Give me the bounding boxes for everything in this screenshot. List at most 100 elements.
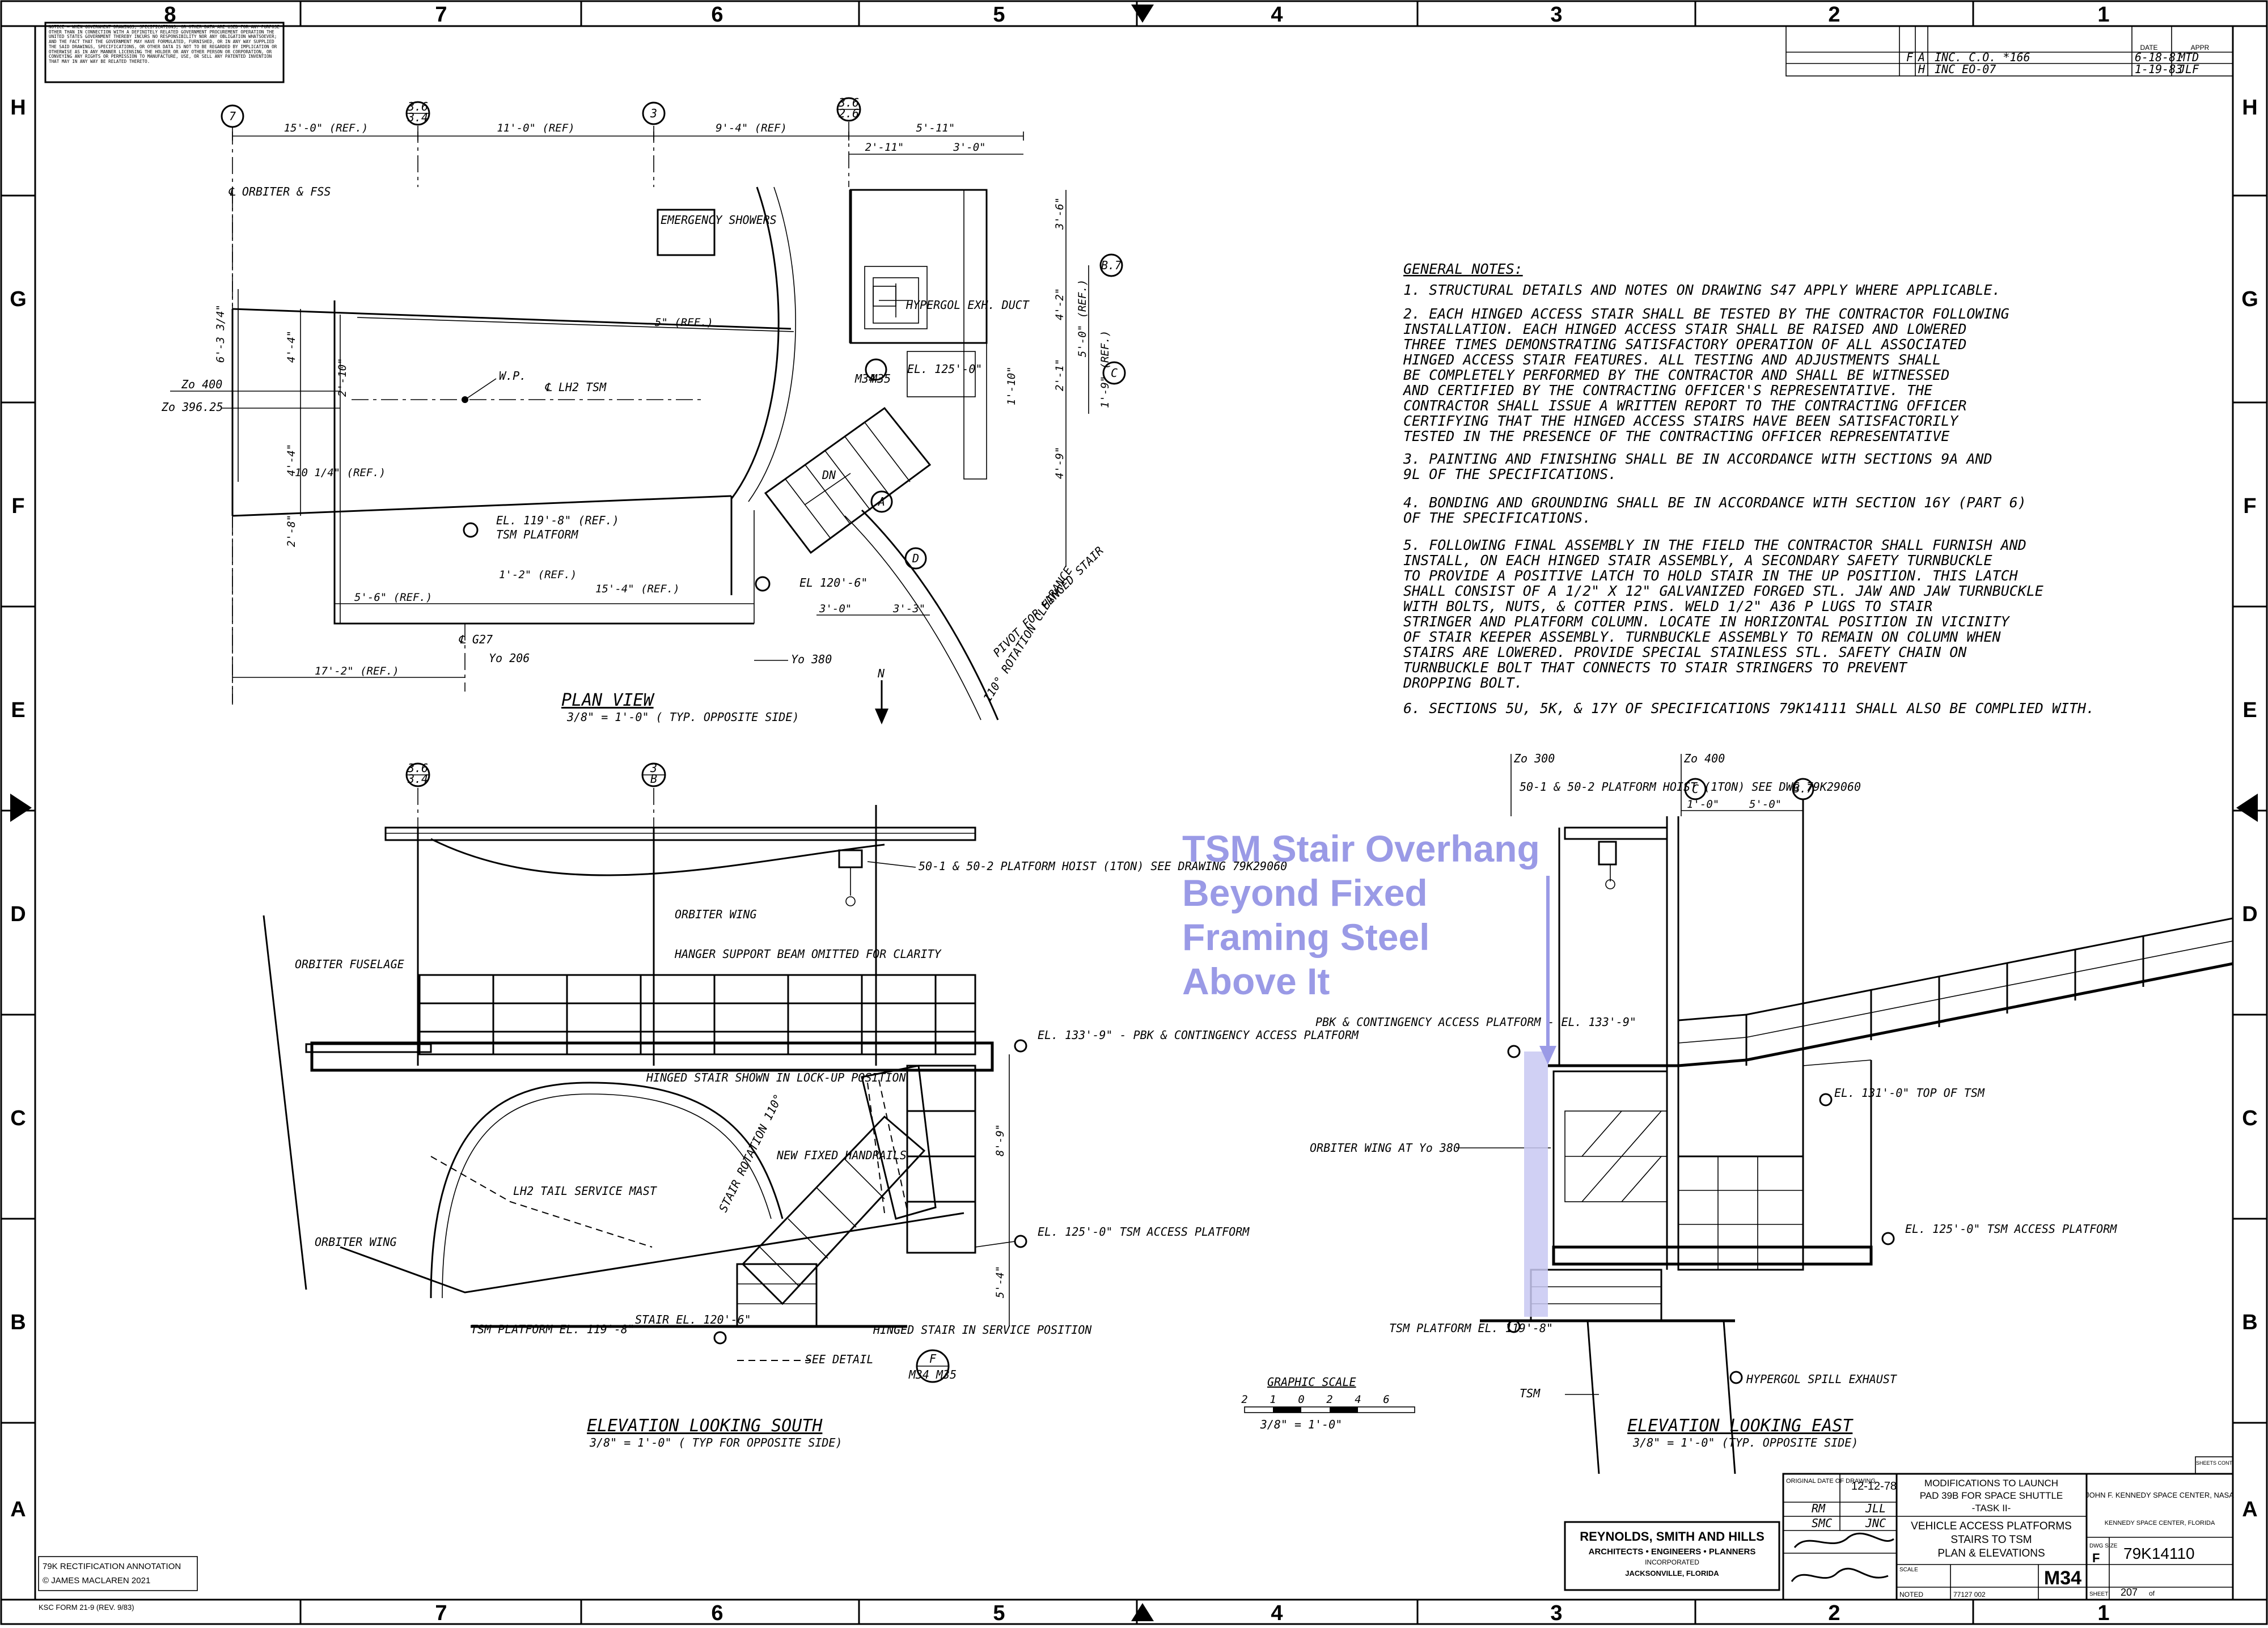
plan-label-y206: Yo 206 — [489, 651, 530, 665]
rev-row-2-date: 1-19-83 — [2135, 62, 2182, 76]
plan-grid-bubble-C-label: C — [1111, 366, 1118, 380]
rev-row-2-appr: JLF — [2178, 62, 2199, 76]
south-bubble-3-6-label: 3.6 — [407, 761, 428, 775]
zone-col-7-bottom: 7 — [435, 1601, 447, 1625]
footer: 79K RECTIFICATION ANNOTATION © JAMES MAC… — [38, 1556, 198, 1612]
plan-dim-11-0: 11'-0" (REF) — [497, 122, 574, 134]
plan-view: 7 3.6 3.4 3 3.6 2.6 B.7 C — [161, 96, 1126, 724]
zone-row-H: H — [10, 96, 26, 120]
footer-copyright: © JAMES MACLAREN 2021 — [43, 1576, 150, 1585]
tb-agency: JOHN F. KENNEDY SPACE CENTER, NASA — [2085, 1491, 2234, 1499]
note-line-10: TESTED IN THE PRESENCE OF THE CONTRACTIN… — [1403, 428, 1949, 444]
note-line-24: DROPPING BOLT. — [1403, 675, 1523, 691]
plan-dim-5-11: 5'-11" — [916, 122, 955, 134]
plan-label-zo396: Zo 396.25 — [161, 400, 223, 414]
rev-row-2-desc: INC EO-07 — [1935, 62, 1996, 76]
plan-label-el119: EL. 119'-8" (REF.) — [496, 514, 619, 527]
south-dim-5-4: 5'-4" — [994, 1266, 1006, 1298]
tb-original-date-label: ORIGINAL DATE OF DRAWING — [1786, 1478, 1876, 1485]
annotation-line-1: TSM Stair Overhang — [1182, 828, 1540, 870]
note-line-8: CONTRACTOR SHALL ISSUE A WRITTEN REPORT … — [1403, 397, 1966, 414]
plan-grid-bubble-3-6-label: 3.6 — [407, 100, 428, 113]
tb-size: F — [2092, 1551, 2100, 1565]
rev-row-1-ltr: A — [1917, 50, 1925, 64]
annotation-line-4: Above It — [1182, 960, 1330, 1002]
tb-sheet-label: SHEET — [2089, 1591, 2108, 1597]
plan-grid-bubble-B7-label: B.7 — [1101, 258, 1122, 272]
tb-size-label: DWG SIZE — [2089, 1543, 2118, 1549]
plan-label-zo400: Zo 400 — [181, 378, 222, 391]
graphic-scale-text: 3/8" = 1'-0" — [1260, 1418, 1343, 1431]
note-line-3: INSTALLATION. EACH HINGED ACCESS STAIR S… — [1403, 321, 1966, 337]
note-line-21: OF STAIR KEEPER ASSEMBLY. TURNBUCKLE ASS… — [1403, 629, 2002, 645]
note-line-1: 1. STRUCTURAL DETAILS AND NOTES ON DRAWI… — [1403, 282, 2001, 298]
tb-engineer: SMC — [1812, 1516, 1832, 1530]
plan-dim-3-6: 3'-6" — [1053, 197, 1066, 230]
plan-label-clearance: 110° ROTATION CLEARANCE — [980, 564, 1075, 705]
plan-grid-bubble-3-6b: 3.6 2.6 — [836, 96, 861, 122]
center-mark-left — [10, 794, 32, 822]
plan-dim-5-ref: 5" (REF.) — [655, 316, 713, 329]
zone-row-C: C — [10, 1106, 26, 1130]
zone-col-4-bottom: 4 — [1271, 1601, 1283, 1625]
note-line-23: TURNBUCKLE BOLT THAT CONNECTS TO STAIR S… — [1403, 659, 1908, 676]
zone-col-5-bottom: 5 — [993, 1601, 1005, 1625]
south-label-tsm-platform: TSM PLATFORM EL. 119'-8" — [471, 1322, 634, 1336]
note-line-4: THREE TIMES DEMONSTRATING SATISFACTORY O… — [1403, 336, 1966, 353]
east-label-hoist: 50-1 & 50-2 PLATFORM HOIST (1TON) SEE DW… — [1520, 780, 1861, 794]
zone-row-G: G — [10, 287, 27, 311]
rev-row-1-desc: INC. C.O. *166 — [1935, 50, 2030, 64]
note-line-15: 5. FOLLOWING FINAL ASSEMBLY IN THE FIELD… — [1403, 537, 2026, 553]
elevation-east: Zo 300 Zo 400 C B.7 1'-0" 5'-0" 50-1 & 5… — [1310, 752, 2233, 1474]
note-line-14: OF THE SPECIFICATIONS. — [1403, 510, 1591, 526]
zone-col-5: 5 — [993, 3, 1005, 27]
center-mark-top — [1131, 5, 1154, 23]
rev-row-1-date: 6-18-81 — [2135, 50, 2182, 64]
note-line-20: STRINGER AND PLATFORM COLUMN. LOCATE IN … — [1403, 613, 2011, 630]
south-detail-ref: M34 M35 — [908, 1368, 957, 1381]
plan-ref-m34: M34 — [854, 372, 875, 385]
note-line-16: INSTALL, ON EACH HINGED STAIR ASSEMBLY, … — [1403, 552, 1992, 569]
plan-dim-3-0: 3'-0" — [953, 141, 985, 154]
firm-tagline: ARCHITECTS • ENGINEERS • PLANNERS — [1589, 1547, 1756, 1557]
zone-col-1: 1 — [2097, 3, 2109, 27]
note-line-17: TO PROVIDE A POSITIVE LATCH TO HOLD STAI… — [1403, 567, 2019, 584]
tb-title-line-1: VEHICLE ACCESS PLATFORMS — [1911, 1520, 2072, 1532]
tb-sheet-of: of — [2149, 1589, 2155, 1597]
east-label-wing: ORBITER WING AT Yo 380 — [1310, 1141, 1460, 1155]
rev-header-date: DATE — [2140, 44, 2157, 52]
rev-row-1-appr: MTD — [2178, 50, 2199, 64]
east-bubble-b7-label: B.7 — [1793, 782, 1813, 795]
note-line-2: 2. EACH HINGED ACCESS STAIR SHALL BE TES… — [1403, 306, 2009, 322]
plan-label-showers: EMERGENCY SHOWERS — [661, 213, 777, 227]
plan-grid-bubble-3-label: 3 — [650, 107, 657, 120]
scale-tick-0: 0 — [1298, 1393, 1304, 1406]
rectification-annotation: TSM Stair Overhang Beyond Fixed Framing … — [1182, 828, 1556, 1317]
tb-scale: NOTED — [1899, 1591, 1923, 1599]
rev-row-1-sym: F — [1906, 50, 1914, 64]
firm-box — [1564, 1521, 1780, 1591]
zone-col-3: 3 — [1550, 3, 1562, 27]
corner-notice: NOTICE — WHEN GOVERNMENT DRAWINGS, SPECI… — [44, 22, 285, 83]
plan-dim-17-2: 17'-2" (REF.) — [315, 665, 399, 677]
plan-grid-bubble-3-6b-label: 3.6 — [838, 96, 859, 109]
plan-label-dn: DN — [822, 468, 836, 482]
south-label-lh2: LH2 TAIL SERVICE MAST — [513, 1184, 658, 1198]
east-label-tsm-platform: TSM PLATFORM EL. 119'-8" — [1389, 1321, 1553, 1335]
zone-col-6-bottom: 6 — [711, 1601, 723, 1625]
plan-dim-9-4: 9'-4" (REF) — [716, 122, 787, 134]
plan-north-label: N — [877, 667, 885, 680]
south-grid-bubble-3-6: 3.6 3.4 — [405, 761, 430, 787]
east-sloped-platform — [1548, 917, 2233, 1067]
east-label-tsm: TSM — [1520, 1387, 1541, 1400]
note-line-7: AND CERTIFIED BY THE CONTRACTING OFFICER… — [1402, 382, 1932, 398]
annotation-highlight — [1524, 1052, 1548, 1317]
plan-dim-5-0-ref: 5'-0" (REF.) — [1076, 279, 1089, 357]
scale-tick-2: 2 — [1326, 1393, 1332, 1406]
south-label-el125: EL. 125'-0" TSM ACCESS PLATFORM — [1038, 1225, 1250, 1239]
plan-dim-15-4: 15'-4" (REF.) — [595, 583, 680, 595]
east-view-title: ELEVATION LOOKING EAST — [1627, 1416, 1854, 1436]
zone-row-D: D — [10, 902, 26, 926]
plan-dim-2-8: 2'-8" — [285, 515, 298, 547]
